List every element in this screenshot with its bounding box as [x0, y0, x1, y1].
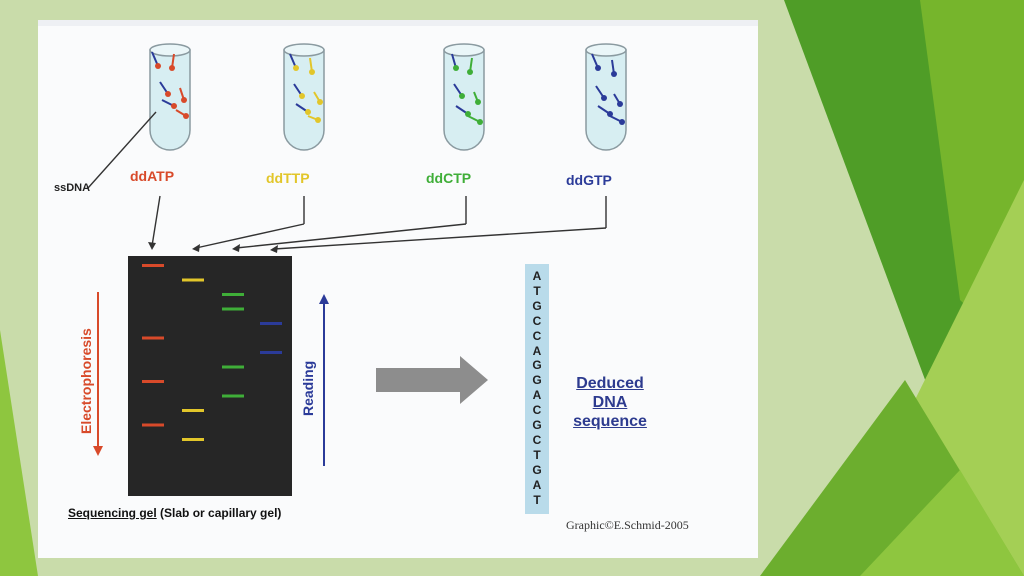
tube-label-ddttp: ddTTP — [266, 170, 310, 186]
ssdna-label: ssDNA — [54, 182, 91, 194]
tube-rim — [585, 43, 627, 57]
nucleotide-head — [305, 109, 311, 115]
gel-band-a — [142, 264, 164, 267]
bg-green-shape-5 — [860, 470, 1024, 576]
nucleotide-head — [453, 65, 459, 71]
nucleotide-head — [601, 95, 607, 101]
nucleotide-head — [183, 113, 189, 119]
gel-band-c — [222, 307, 244, 311]
tube-rim — [443, 43, 485, 57]
reading-arrow — [319, 294, 329, 466]
sequence-letter: A — [532, 388, 542, 403]
gel-band-t — [182, 278, 204, 282]
sequence-letter: T — [533, 447, 541, 462]
sequence-letter: G — [532, 298, 542, 313]
test-tube-ddatp — [149, 43, 191, 151]
sequencing-gel — [128, 256, 292, 496]
graphic-credit: Graphic©E.Schmid-2005 — [566, 518, 689, 532]
tube-body — [283, 49, 325, 151]
tube-label-ddctp: ddCTP — [426, 170, 472, 186]
nucleotide-head — [155, 63, 161, 69]
nucleotide-head — [299, 93, 305, 99]
tube-body — [149, 49, 191, 151]
gel-band-g — [260, 322, 282, 325]
connector-arrowheads — [148, 242, 278, 253]
test-tubes — [149, 43, 627, 151]
gel-band-t — [182, 409, 204, 412]
sequence-letter: G — [532, 418, 542, 432]
tube-rim — [283, 43, 325, 57]
tube-body — [443, 49, 485, 151]
nucleotide-head — [317, 99, 323, 105]
sequence-letter: A — [532, 343, 542, 358]
test-tube-ddgtp — [585, 43, 627, 151]
nucleotide-head — [607, 111, 613, 117]
electrophoresis-arrow — [93, 292, 103, 456]
figure-graphics — [38, 20, 758, 558]
nucleotide-head — [477, 119, 483, 125]
deduced-dna-sequence-label: Deduced DNA sequence — [562, 374, 658, 431]
electrophoresis-label: Electrophoresis — [78, 328, 94, 434]
bg-green-shape-left — [0, 330, 38, 576]
nucleotide-head — [181, 97, 187, 103]
deduced-line-2: DNA — [592, 394, 628, 411]
sequence-letter: G — [532, 373, 542, 388]
tube-rim — [149, 43, 191, 57]
big-right-arrow — [376, 356, 488, 404]
sequence-letter: C — [532, 432, 542, 447]
gel-band-g — [260, 351, 282, 354]
tube-label-ddatp: ddATP — [130, 168, 175, 184]
nucleotide-head — [475, 99, 481, 105]
gel-band-a — [142, 423, 164, 427]
nucleotide-head — [165, 91, 171, 97]
nucleotide-head — [293, 65, 299, 71]
nucleotide-head — [467, 69, 473, 75]
tube-label-ddgtp: ddGTP — [566, 172, 612, 188]
gel-band-a — [142, 336, 164, 340]
nucleotide-head — [465, 111, 471, 117]
nucleotide-head — [309, 69, 315, 75]
sanger-sequencing-figure: ssDNA ddATP ddTTP ddCTP ddGTP Electropho… — [38, 20, 758, 558]
nucleotide-head — [617, 101, 623, 107]
test-tube-ddttp — [283, 43, 325, 151]
nucleotide-head — [459, 93, 465, 99]
sequence-letter: G — [532, 358, 542, 373]
gel-caption: Sequencing gel (Slab or capillary gel) — [68, 506, 281, 520]
nucleotide-head — [619, 119, 625, 125]
nucleotide-head — [171, 103, 177, 109]
sequence-letter: C — [532, 403, 542, 418]
sequence-letter: G — [532, 462, 542, 477]
nucleotide-head — [595, 65, 601, 71]
nucleotide-head — [611, 71, 617, 77]
sequence-letter: C — [532, 328, 542, 343]
deduced-line-3: sequence — [573, 413, 647, 430]
nucleotide-head — [169, 65, 175, 71]
deduced-line-1: Deduced — [576, 375, 644, 392]
reading-label: Reading — [300, 360, 316, 416]
gel-band-c — [222, 394, 244, 398]
gel-bands — [142, 264, 282, 441]
nucleotide-head — [315, 117, 321, 123]
gel-caption-title: Sequencing gel — [68, 506, 157, 520]
sequence-letter: T — [533, 283, 541, 298]
sequence-letter: A — [532, 477, 542, 492]
test-tube-ddctp — [443, 43, 485, 151]
gel-band-a — [142, 380, 164, 383]
gel-band-t — [182, 438, 204, 441]
sequence-letter: C — [532, 313, 542, 328]
sequence-letter: T — [533, 492, 541, 507]
gel-band-c — [222, 365, 244, 369]
gel-band-c — [222, 293, 244, 296]
sequence-letter: A — [532, 269, 542, 283]
connector-lines — [87, 111, 607, 250]
gel-caption-detail: (Slab or capillary gel) — [156, 506, 282, 520]
